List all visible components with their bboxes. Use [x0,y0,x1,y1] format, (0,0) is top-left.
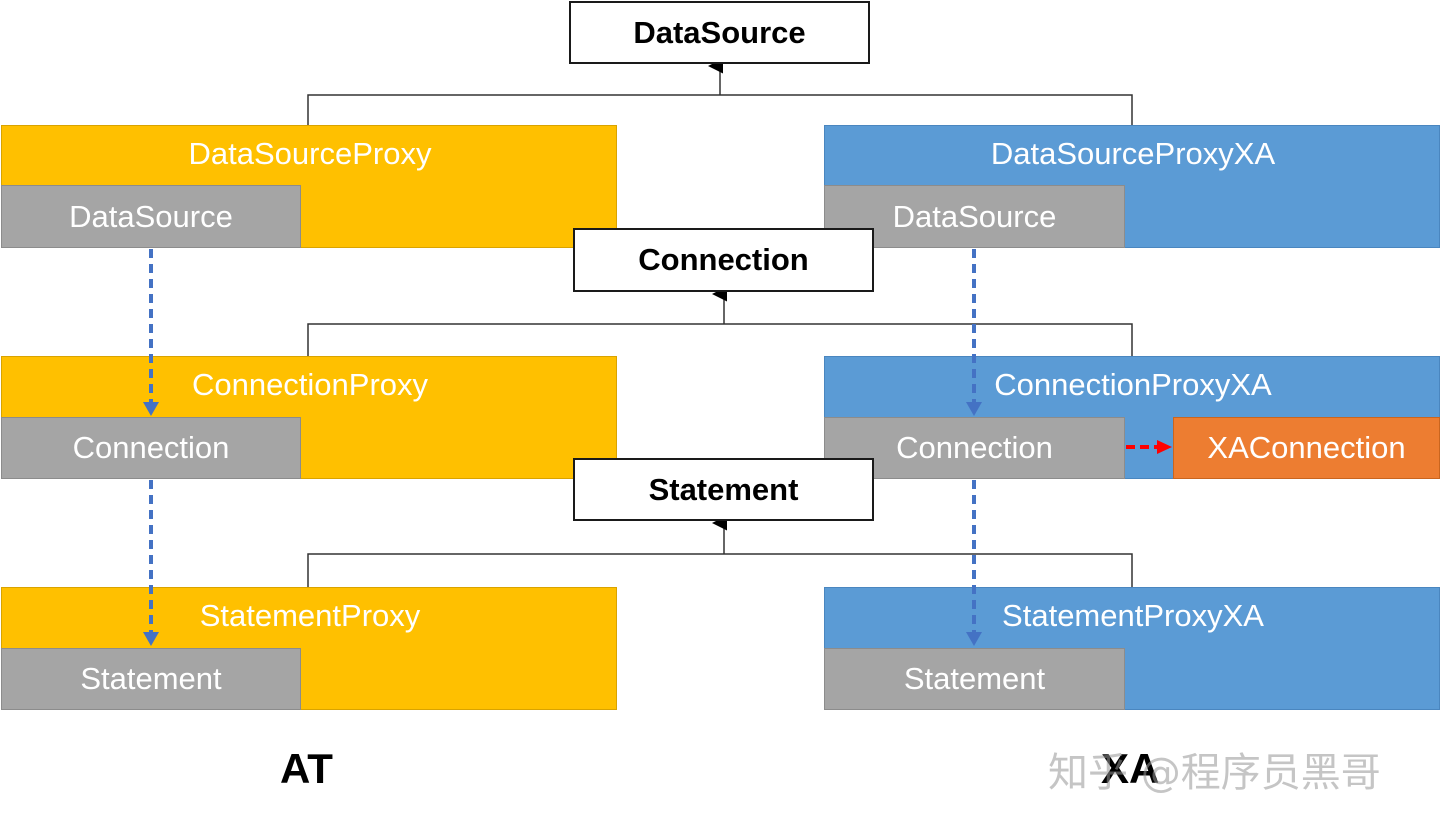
at-statement-arrowhead [143,632,159,646]
xa-datasource-proxy-title: DataSourceProxyXA [990,136,1276,171]
xa-connection-proxy-title: ConnectionProxyXA [994,367,1272,402]
xa-connection-arrowhead [966,402,982,416]
statement-interface-label: Statement [648,471,799,507]
xa-statement-proxy-title: StatementProxyXA [1002,598,1264,633]
connection-inheritance-lines [307,286,1133,356]
xa-statement-inner-box: Statement [824,648,1125,710]
statement-interface-box: Statement [573,458,874,521]
at-datasource-proxy-title: DataSourceProxy [188,136,432,171]
at-datasource-inner-label: DataSource [69,198,233,234]
datasource-interface-box: DataSource [569,1,870,64]
at-statement-inner-box: Statement [1,648,301,710]
datasource-interface-label: DataSource [633,14,806,50]
at-datasource-inner-box: DataSource [1,185,301,248]
xa-connection-label: XAConnection [1207,430,1406,465]
at-connection-proxy-title: ConnectionProxy [191,367,429,402]
xa-connection-red-arrowhead [1157,440,1172,454]
xa-connection-inner-label: Connection [896,430,1053,465]
connection-interface-label: Connection [638,242,809,277]
at-connection-inner-label: Connection [72,430,230,465]
xa-datasource-inner-label: DataSource [892,198,1057,234]
xa-label: XA [1101,745,1160,792]
xa-connection-box: XAConnection [1173,417,1440,479]
at-statement-proxy-title: StatementProxy [199,598,421,633]
at-connection-inner-box: Connection [1,417,301,479]
connection-interface-box: Connection [573,228,874,292]
xa-datasource-inner-box: DataSource [824,185,1125,248]
datasource-inheritance-lines [307,58,1133,125]
at-connection-arrowhead [143,402,159,416]
statement-inheritance-lines [307,515,1133,587]
at-statement-inner-label: Statement [80,661,222,696]
xa-statement-inner-label: Statement [903,661,1046,696]
xa-connection-inner-box: Connection [824,417,1125,479]
watermark: 知乎 @程序员黑哥 [1048,750,1381,796]
xa-statement-arrowhead [966,632,982,646]
at-label: AT [280,745,333,792]
